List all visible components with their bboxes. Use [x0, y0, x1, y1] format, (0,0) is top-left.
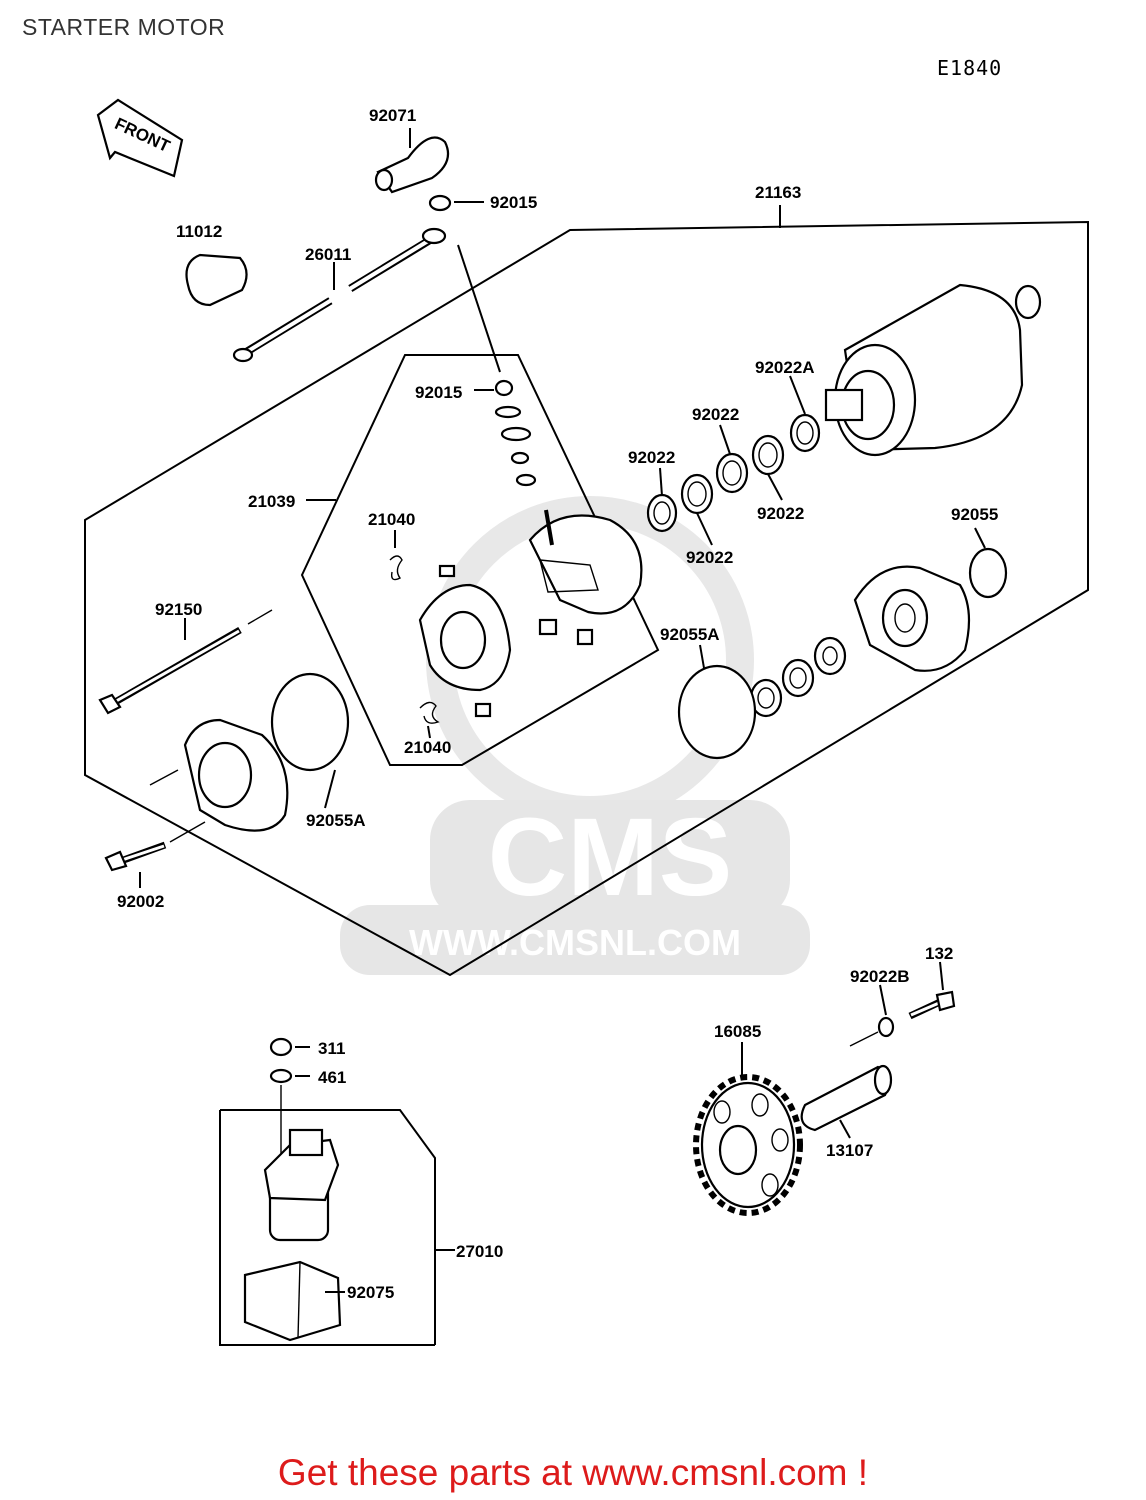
label-92015-mid: 92015	[415, 383, 462, 402]
washer-461	[269, 1068, 293, 1084]
cmsnl-link[interactable]: Get these parts at www.cmsnl.com !	[277, 1452, 869, 1493]
label-21039: 21039	[248, 492, 295, 511]
label-92055A-right: 92055A	[660, 625, 720, 644]
label-461: 461	[318, 1068, 346, 1087]
label-11012: 11012	[176, 222, 222, 241]
idle-gear	[693, 1074, 803, 1216]
front-cover	[853, 565, 971, 672]
leader-92055A-left	[324, 769, 336, 809]
bolt-92002	[104, 821, 206, 872]
label-92055A-left: 92055A	[306, 811, 366, 830]
starter-motor-body	[824, 283, 1042, 457]
washer-front-2	[781, 658, 815, 698]
leader-92022A	[789, 375, 806, 415]
starter-assembly-outline	[84, 220, 1089, 977]
label-92022-a: 92022	[628, 448, 675, 467]
oring-92055A-left	[270, 672, 350, 772]
brush-holder	[418, 564, 512, 718]
leader-21040-bot	[427, 725, 431, 739]
terminal-nut-stack	[494, 379, 537, 487]
label-21040-top: 21040	[368, 510, 415, 529]
watermark-brand: CMS	[488, 796, 732, 919]
oring-92055A-right	[677, 664, 757, 760]
label-92150: 92150	[155, 600, 202, 619]
spring-21040-bot	[419, 701, 440, 724]
label-92055: 92055	[951, 505, 998, 524]
nut-311	[269, 1037, 293, 1057]
relay-outline-right	[220, 1109, 436, 1345]
leader-92022-a	[659, 467, 663, 497]
terminal-cap	[374, 136, 450, 194]
label-92022-b: 92022	[692, 405, 739, 424]
label-13107: 13107	[826, 1141, 873, 1160]
label-92015-top: 92015	[490, 193, 537, 212]
label-92075: 92075	[347, 1283, 394, 1302]
relay-cover	[243, 1260, 342, 1342]
leader-92022-d	[696, 512, 713, 546]
cms-watermark: CMS WWW.CMSNL.COM	[340, 496, 810, 975]
brush-holder-outline	[300, 354, 660, 766]
brush-plate	[528, 509, 643, 646]
rear-cover	[149, 718, 289, 832]
page-title: STARTER MOTOR	[22, 14, 226, 40]
leader-132	[939, 961, 944, 991]
label-21040-bot: 21040	[404, 738, 451, 757]
through-bolt	[98, 609, 273, 715]
label-92022B: 92022B	[850, 967, 910, 986]
label-27010: 27010	[456, 1242, 503, 1261]
leader-92022-c	[767, 473, 783, 501]
watermark-url: WWW.CMSNL.COM	[409, 922, 741, 963]
nut-top	[428, 194, 452, 212]
gear-shaft	[800, 1064, 893, 1132]
starter-relay	[263, 1128, 340, 1242]
washer-92022-c	[751, 434, 785, 476]
label-92071: 92071	[369, 106, 416, 125]
washer-92022-a	[646, 493, 678, 533]
leader-13107	[839, 1119, 851, 1139]
label-21163: 21163	[755, 183, 801, 202]
oring-92055	[968, 547, 1008, 599]
washer-92022A	[789, 413, 821, 453]
washer-front-1	[813, 636, 847, 676]
bolt-132	[908, 990, 956, 1020]
spring-21040-top	[389, 555, 403, 581]
relay-outline-left	[219, 1110, 435, 1346]
leader-92022B	[879, 984, 887, 1016]
washer-92022-d	[680, 473, 714, 515]
label-26011: 26011	[305, 245, 351, 264]
label-92022A: 92022A	[755, 358, 815, 377]
front-arrow: FRONT	[96, 98, 184, 178]
label-92002: 92002	[117, 892, 164, 911]
stud-leader	[457, 244, 501, 373]
cable-boot	[185, 253, 248, 307]
diagram-code: E1840	[937, 56, 1003, 80]
leader-92022-b	[719, 424, 731, 455]
label-132: 132	[925, 944, 953, 963]
leader-92055A-right	[699, 644, 705, 669]
label-311: 311	[318, 1039, 345, 1058]
label-92022-d: 92022	[686, 548, 733, 567]
leader-92055	[974, 527, 986, 549]
label-92022-c: 92022	[757, 504, 804, 523]
starter-cable	[232, 227, 447, 363]
washer-92022B	[877, 1016, 895, 1038]
label-16085: 16085	[714, 1022, 761, 1041]
washer-92022-b	[715, 452, 749, 494]
